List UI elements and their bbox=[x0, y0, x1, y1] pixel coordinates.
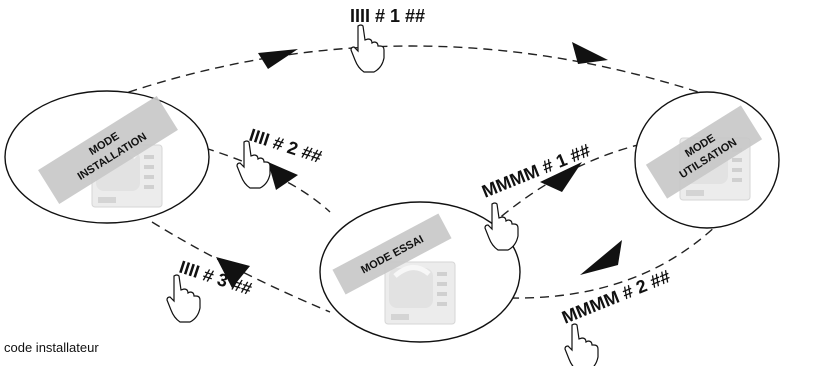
mode-installation-node: MODE INSTALLATION bbox=[4, 90, 210, 224]
arrowhead bbox=[580, 240, 622, 275]
mode-utilisation-node: MODE UTILSATION bbox=[634, 91, 780, 229]
arrowhead bbox=[258, 49, 298, 69]
code-master-2: MMMM # 2 ## bbox=[559, 266, 673, 328]
path-test-to-use bbox=[509, 221, 721, 299]
mode-essai-node: MODE ESSAI bbox=[319, 201, 521, 343]
footnote-installer-code: code installateur bbox=[4, 340, 99, 355]
code-install-1: IIII # 1 ## bbox=[350, 6, 425, 26]
arrowhead bbox=[268, 162, 298, 190]
arrowhead bbox=[572, 42, 608, 64]
path-use-to-test bbox=[489, 144, 639, 227]
arrowhead bbox=[540, 162, 582, 192]
hand-pointer-icon bbox=[166, 274, 201, 323]
hand-pointer-icon bbox=[564, 323, 599, 366]
arrowheads bbox=[216, 42, 622, 288]
arrowhead bbox=[216, 257, 250, 288]
path-install-to-use bbox=[99, 45, 729, 103]
hand-pointer-icon bbox=[350, 24, 385, 73]
appliance-icon bbox=[385, 262, 455, 324]
